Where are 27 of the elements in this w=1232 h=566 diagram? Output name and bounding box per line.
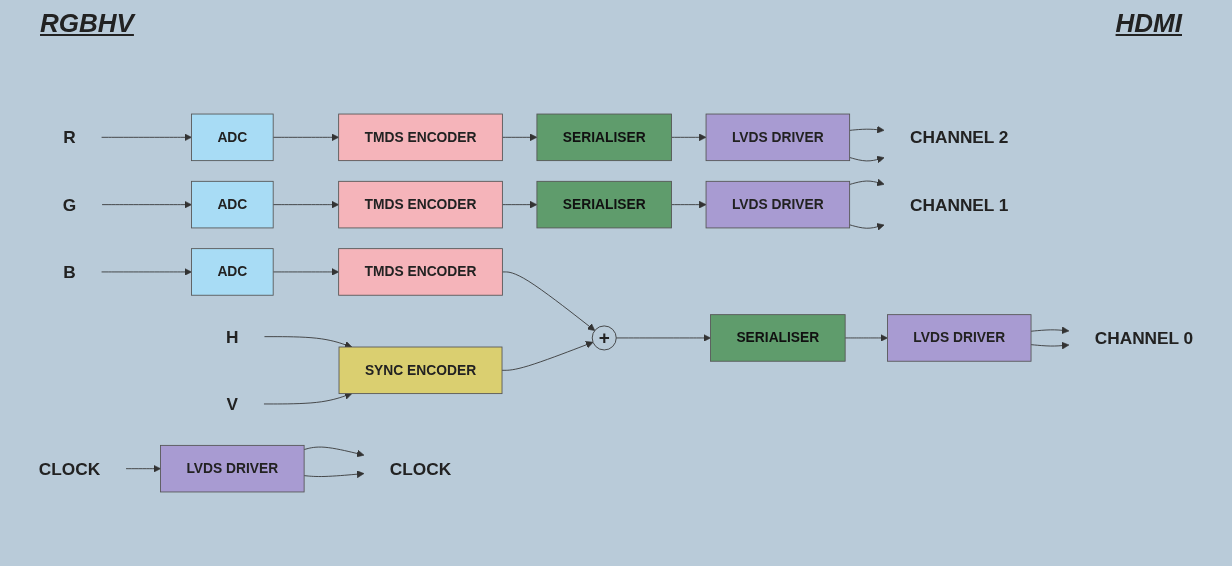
node-box: SERIALISER [536,180,672,229]
node-box: LVDS DRIVER [160,444,305,493]
node-text: V [226,394,239,414]
node-box: ADC [191,113,274,162]
node-box: TMDS ENCODER [338,113,503,162]
node-box: LVDS DRIVER [705,113,851,162]
node-text: R [63,127,76,147]
node-box: SYNC ENCODER [338,346,503,395]
node-box: LVDS DRIVER [705,180,851,229]
node-box: SERIALISER [710,314,846,362]
node-circle: + [591,325,617,351]
node-text: G [62,195,77,215]
section-heading: HDMI [1115,8,1182,39]
node-text: B [63,262,76,282]
node-text: CLOCK [389,459,452,479]
node-text: CHANNEL 2 [910,127,1009,147]
node-box: SERIALISER [536,113,672,162]
node-text: CHANNEL 0 [1094,328,1194,348]
node-box: LVDS DRIVER [887,314,1032,362]
node-box: TMDS ENCODER [338,248,503,296]
section-heading: RGBHV [40,8,134,39]
node-text: H [226,327,239,347]
node-box: ADC [191,248,274,296]
node-box: TMDS ENCODER [338,180,503,229]
node-text: CLOCK [38,459,101,479]
node-box: ADC [191,180,274,229]
node-text: CHANNEL 1 [910,195,1009,215]
